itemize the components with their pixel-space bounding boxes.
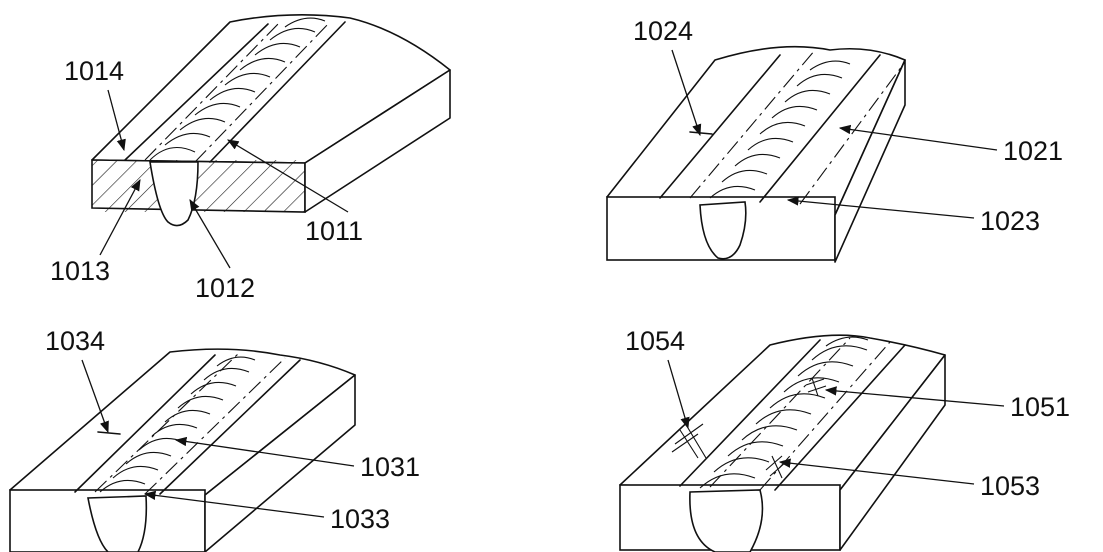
- label-1023: 1023: [980, 206, 1040, 236]
- label-1013: 1013: [50, 256, 110, 286]
- label-1012: 1012: [195, 273, 255, 303]
- label-1051: 1051: [1010, 392, 1070, 422]
- label-1011: 1011: [305, 216, 363, 246]
- plate-side-face: [204, 374, 356, 552]
- label-1014: 1014: [64, 56, 124, 86]
- plate-side-face: [304, 69, 451, 213]
- plate-side-face: [839, 354, 946, 551]
- figure-1010: 1014 1011 1013 1012: [50, 14, 451, 303]
- figure-1020: 1024 1021 1023: [606, 16, 1063, 263]
- label-1033: 1033: [330, 504, 390, 534]
- plate-top-surface: [9, 348, 356, 496]
- plate-side-face: [834, 59, 906, 263]
- label-1021: 1021: [1003, 136, 1063, 166]
- label-1031: 1031: [360, 452, 420, 482]
- label-1024: 1024: [633, 16, 693, 46]
- label-1054: 1054: [625, 326, 685, 356]
- figure-1050: 1054 1051 1053: [619, 326, 1070, 552]
- plate-top-surface: [91, 14, 451, 164]
- figure-1030: 1034 1031 1033: [9, 326, 420, 552]
- label-1053: 1053: [980, 471, 1040, 501]
- label-1034: 1034: [45, 326, 105, 356]
- plate-top-surface: [619, 334, 946, 491]
